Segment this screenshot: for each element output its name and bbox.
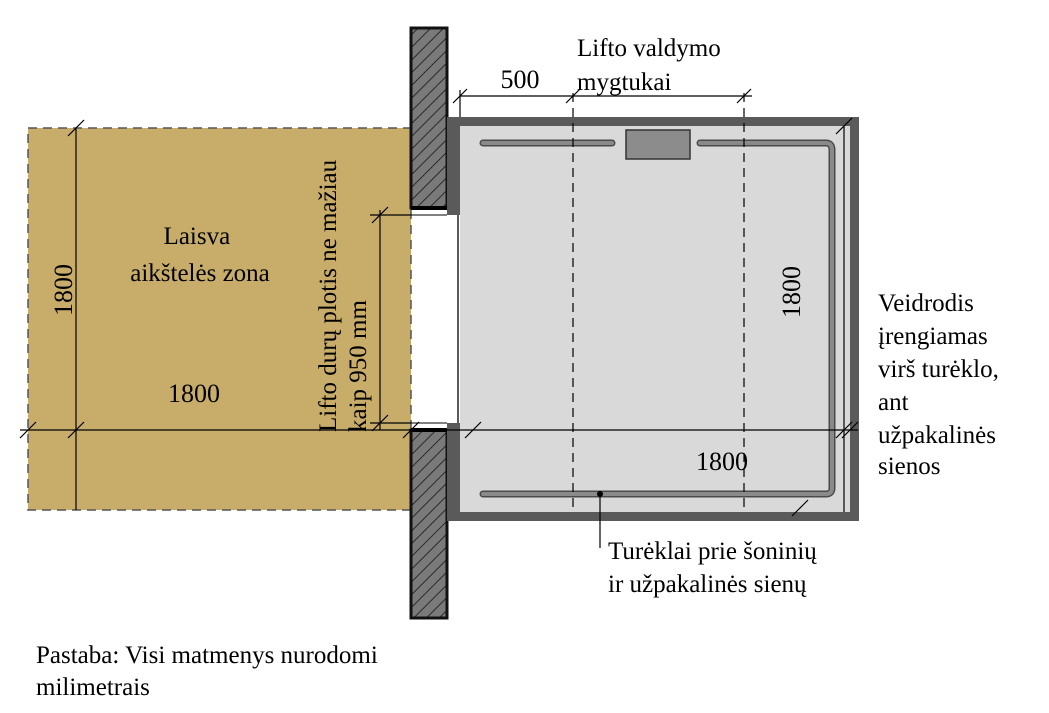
landing-zone-line-2: aikštelės zona — [130, 260, 270, 287]
mirror-line-5: užpakalinės — [878, 422, 996, 449]
door-width-label: Lifto durų plotis ne mažiau kaip 950 mm — [315, 154, 372, 432]
dim-door-width — [370, 206, 411, 432]
landing-zone — [27, 127, 412, 511]
mirror-line-4: ant — [878, 389, 909, 416]
door-width-line-2: kaip 950 mm — [345, 300, 372, 432]
wall-upper — [409, 26, 449, 210]
dim-cabin-depth-label: 1800 — [777, 266, 806, 318]
dim-width-line — [19, 421, 859, 439]
note-line-2: milimetrais — [36, 674, 150, 701]
wall-lower — [409, 428, 449, 620]
dim-cabin-depth — [791, 117, 853, 517]
handrails-line-2: ir užpakalinės sienų — [608, 571, 807, 598]
dim-zone-height-label: 1800 — [49, 264, 78, 316]
control-buttons-label: Lifto valdymo mygtukai — [577, 35, 727, 96]
dim-button-offset-label: 500 — [501, 65, 540, 94]
dim-zone-width-label: 1800 — [168, 379, 220, 408]
control-buttons-line-2: mygtukai — [577, 69, 671, 96]
landing-zone-line-1: Laisva — [164, 223, 231, 250]
dim-button-offset — [452, 88, 752, 117]
mirror-line-3: virš turėklo, — [878, 356, 999, 383]
door-width-line-1: Lifto durų plotis ne mažiau — [315, 159, 342, 432]
mirror-label: Veidrodis įrengiamas virš turėklo, ant u… — [878, 290, 1005, 480]
door-opening — [411, 206, 447, 432]
mirror-line-2: įrengiamas — [878, 323, 988, 350]
dim-cabin-width-label: 1800 — [696, 447, 748, 476]
note-label: Pastaba: Visi matmenys nurodomi milimetr… — [36, 642, 384, 701]
note-line-1: Pastaba: Visi matmenys nurodomi — [36, 642, 378, 669]
handrails — [479, 139, 836, 498]
handrails-line-1: Turėklai prie šoninių — [608, 538, 817, 565]
mirror-line-1: Veidrodis — [878, 290, 974, 317]
landing-zone-label: Laisva aikštelės zona — [130, 223, 270, 287]
handrails-label: Turėklai prie šoninių ir užpakalinės sie… — [608, 538, 823, 598]
lift-cabin — [447, 117, 859, 521]
control-buttons-line-1: Lifto valdymo — [577, 35, 721, 62]
handrail-leader-dot — [597, 491, 603, 497]
mirror-line-6: sienos — [878, 453, 941, 480]
control-button-panel — [625, 129, 691, 160]
